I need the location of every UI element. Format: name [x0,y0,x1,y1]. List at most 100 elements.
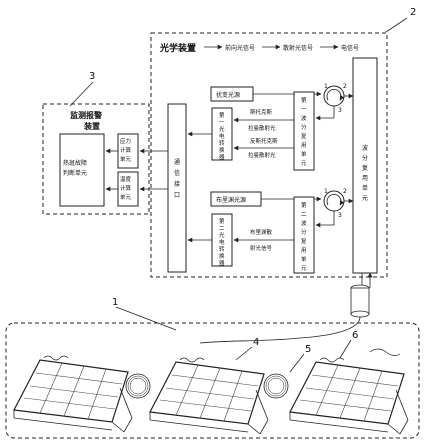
circulator-2-port2: 2 [343,188,347,195]
legend-forward: 前向光信号 [225,44,255,52]
svg-text:单: 单 [301,150,307,158]
raman-light-source-label: 扰变光源 [216,91,240,99]
fiber-coil-1 [125,373,151,399]
ref-numeral-5: 5 [305,344,311,355]
monitor-title-b: 装置 [83,121,100,131]
circulator-1-port3: 3 [338,107,342,114]
first-converter-label: 第 一 光 电 转 换 器 [219,111,225,161]
hotspot-label-2: 判断单元 [63,169,87,177]
svg-text:光: 光 [219,231,225,239]
monitor-alarm-frame [42,103,150,215]
svg-text:用: 用 [301,142,307,149]
circulator-1-arrow [326,88,345,101]
leader-4 [235,346,253,361]
solar-panel-2 [149,361,269,435]
fiber-connector-bottom [350,310,370,318]
svg-text:元: 元 [362,195,368,202]
anti-stokes-label-1: 反斯托克斯 [250,137,278,145]
svg-text:接: 接 [174,180,180,188]
ref-numeral-6: 6 [352,330,358,341]
temp-label-3: 单元 [120,193,132,201]
ref-numeral-1: 1 [112,297,118,308]
svg-text:元: 元 [301,265,307,272]
svg-text:光: 光 [219,125,225,133]
svg-text:分: 分 [301,228,307,236]
hotspot-label-1: 热斑故障 [63,159,87,167]
svg-text:波: 波 [301,114,307,122]
svg-text:波: 波 [362,144,368,152]
stokes-label-1: 斯托克斯 [250,108,273,116]
ref-numeral-3: 3 [89,71,95,82]
sensing-fiber-feed [199,316,361,344]
temp-label-1: 温度 [120,175,132,183]
leader-2 [385,17,408,33]
solar-panel-3 [289,361,409,435]
leader-6 [339,339,352,359]
pv-array-frame [5,322,420,439]
circulator-2-arrow [326,193,345,206]
svg-text:转: 转 [219,139,225,147]
monitor-title-a: 监测报警 [70,110,102,120]
second-converter-label: 第 二 光 电 转 换 器 [219,217,225,267]
communication-interface [167,103,187,273]
svg-text:二: 二 [219,226,225,232]
communication-interface-label: 通 信 接 口 [174,158,180,199]
svg-text:第: 第 [301,201,307,209]
wavelength-division-multiplexer [352,57,378,274]
hotspot-fault-unit [59,133,105,207]
optical-device-frame [150,32,388,278]
legend-electric: 电信号 [341,44,359,52]
svg-text:复: 复 [362,164,368,172]
svg-text:分: 分 [301,123,307,131]
first-wdm-unit-label: 第 一 波 分 复 用 单 元 [301,96,307,167]
svg-text:复: 复 [301,132,307,140]
svg-text:换: 换 [219,146,225,154]
stress-label-1: 应力 [120,137,131,145]
stress-label-3: 单元 [120,155,132,163]
svg-text:口: 口 [174,192,180,199]
svg-text:转: 转 [219,245,225,253]
svg-text:分: 分 [362,154,368,162]
svg-text:波: 波 [301,219,307,227]
legend-scatter: 散射光信号 [283,44,313,52]
second-wdm-unit [293,196,315,274]
svg-text:一: 一 [301,107,307,113]
brillouin-label-2: 射光信号 [250,244,273,252]
stress-label-2: 计算 [120,146,132,154]
anti-stokes-label-2: 拉曼散射光 [248,151,276,159]
svg-text:信: 信 [174,169,180,177]
solar-panel-1 [13,359,133,433]
panel-fiber-loops [43,348,401,363]
ref-numeral-2: 2 [410,7,416,18]
svg-text:电: 电 [219,132,225,140]
svg-text:电: 电 [219,238,225,246]
svg-text:复: 复 [301,237,307,245]
wdm-main-label: 波 分 复 用 单 元 [362,144,368,202]
svg-text:器: 器 [219,154,225,161]
stokes-label-2: 拉曼散射光 [248,124,276,132]
fiber-coil-2 [263,373,289,399]
svg-text:元: 元 [301,160,307,167]
svg-text:二: 二 [301,212,307,218]
svg-text:单: 单 [362,184,368,192]
svg-text:单: 单 [301,255,307,263]
svg-text:通: 通 [174,158,180,166]
circulator-2-port1: 1 [324,188,328,195]
leader-1 [115,306,177,331]
circulator-1-port1: 1 [324,83,328,90]
svg-text:用: 用 [301,247,307,254]
svg-text:第: 第 [301,96,307,104]
svg-text:换: 换 [219,252,225,260]
first-wdm-unit [293,91,315,171]
svg-text:一: 一 [219,120,225,126]
svg-text:器: 器 [219,260,225,267]
brillouin-light-source-label: 布里渊光源 [216,196,246,204]
svg-text:第: 第 [219,217,225,225]
second-wdm-unit-label: 第 二 波 分 复 用 单 元 [301,201,307,272]
brillouin-label-1: 布里渊散 [250,228,273,236]
circulator-2-port3: 3 [338,212,342,219]
fiber-cable [350,287,370,315]
leader-5 [289,353,305,373]
ref-numeral-4: 4 [253,337,259,348]
